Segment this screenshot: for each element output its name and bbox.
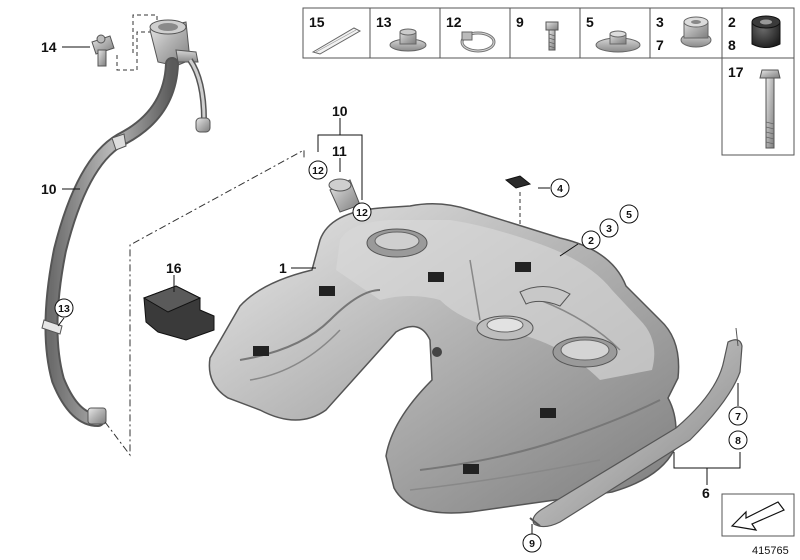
table-cell-9: 9 <box>516 14 524 30</box>
callout-11: 11 <box>332 143 347 159</box>
callout-1: 1 <box>279 260 287 276</box>
table-cell-5: 5 <box>586 14 594 30</box>
grommet-flat-icon <box>595 30 641 53</box>
heat-shield <box>142 285 215 341</box>
fuel-tank <box>208 203 680 514</box>
callout-7: 7 <box>735 411 741 423</box>
callout-10-top: 10 <box>332 103 348 119</box>
callout-14: 14 <box>41 39 57 55</box>
callout-circle-7: 7 <box>728 406 748 426</box>
table-cell-15: 15 <box>309 14 325 30</box>
callout-circle-12b: 12 <box>352 202 372 222</box>
pressure-valve <box>91 34 115 67</box>
table-cell-3: 3 <box>656 14 664 30</box>
long-bolt-icon <box>759 69 781 149</box>
callout-3: 3 <box>606 223 612 235</box>
table-cell-8: 8 <box>728 37 736 53</box>
callout-4: 4 <box>557 183 563 195</box>
callout-5: 5 <box>626 209 632 221</box>
adapter-hose <box>328 178 361 213</box>
callout-circle-12a: 12 <box>308 160 328 180</box>
spacer-nut-icon <box>389 28 427 52</box>
cable-tie-icon <box>311 27 362 55</box>
callout-circle-4: 4 <box>550 178 570 198</box>
table-cell-13: 13 <box>376 14 392 30</box>
callout-circle-2: 2 <box>581 230 601 250</box>
callout-13: 13 <box>58 303 70 315</box>
callout-10-hose: 10 <box>41 181 57 197</box>
callout-16: 16 <box>166 260 182 276</box>
callout-9: 9 <box>529 538 535 550</box>
callout-2: 2 <box>588 235 594 247</box>
callout-circle-8: 8 <box>728 430 748 450</box>
callout-circle-5: 5 <box>619 204 639 224</box>
diagram-reference-number: 415765 <box>752 545 789 557</box>
callout-8: 8 <box>735 435 741 447</box>
parts-table <box>302 7 795 156</box>
leader-lines <box>57 46 741 534</box>
tank-strap <box>529 327 743 528</box>
callout-6: 6 <box>702 485 710 501</box>
direction-arrow-box <box>721 493 795 537</box>
callout-12-a: 12 <box>312 165 324 177</box>
hose-clamp-icon <box>460 31 496 53</box>
table-cell-17: 17 <box>728 64 744 80</box>
callout-circle-13: 13 <box>54 298 74 318</box>
table-cell-7: 7 <box>656 37 664 53</box>
callout-circle-9: 9 <box>522 533 542 553</box>
filler-pipe <box>41 14 305 457</box>
callout-circle-3: 3 <box>599 218 619 238</box>
table-cell-2: 2 <box>728 14 736 30</box>
table-cell-12: 12 <box>446 14 462 30</box>
rubber-bushing-icon <box>751 15 781 48</box>
callout-12-b: 12 <box>356 207 368 219</box>
rubber-mount-icon <box>680 16 712 48</box>
screw-icon <box>545 21 559 51</box>
arrow-icon <box>730 501 785 531</box>
